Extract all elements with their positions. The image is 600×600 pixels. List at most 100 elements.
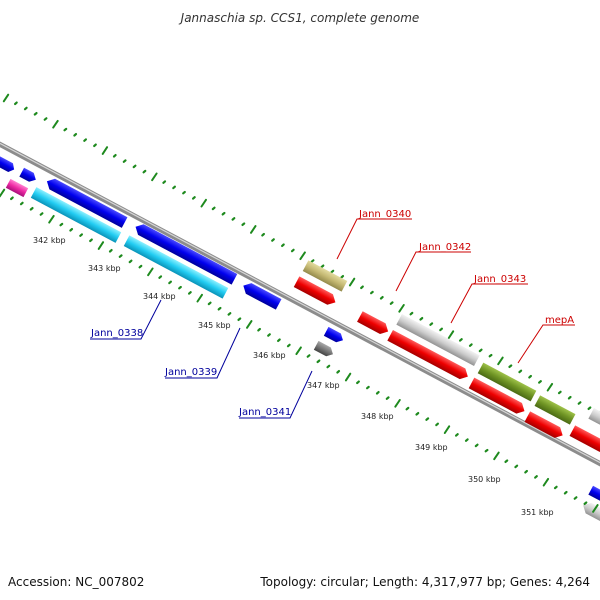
scale-label-350: 350 kbp <box>468 475 501 484</box>
scale-tick <box>542 477 550 487</box>
scale-label-351: 351 kbp <box>521 508 554 517</box>
gene-arrow-jann-0342 <box>396 314 480 366</box>
scale-dot <box>271 238 275 242</box>
gene-label-jann-0343[interactable]: Jann_0343 <box>473 274 526 285</box>
scale-dot <box>563 490 568 495</box>
scale-dot <box>567 395 572 400</box>
gene-label-jann-0338[interactable]: Jann_0338 <box>90 328 143 339</box>
leader-mepA <box>517 324 575 364</box>
scale-dot <box>23 106 28 111</box>
scale-tick <box>97 241 105 250</box>
scale-dot <box>429 322 434 326</box>
scale-label-343: 343 kbp <box>88 264 121 273</box>
scale-tick <box>447 330 455 339</box>
scale-dot <box>69 228 74 232</box>
scale-dot <box>182 190 186 195</box>
gene-arrow-jann-0341 <box>313 340 333 357</box>
scale-dot <box>118 254 123 258</box>
scale-dot <box>538 380 542 384</box>
scale-tick <box>246 320 253 329</box>
scale-dot <box>73 133 78 137</box>
gene-arrow <box>387 330 468 380</box>
scale-dot <box>425 417 430 421</box>
scale-dot <box>375 391 380 395</box>
gene-arrow <box>293 276 336 305</box>
scale-tick <box>0 188 6 198</box>
scale-tick <box>52 119 59 129</box>
forward-genes <box>293 260 600 452</box>
scale-dot <box>356 380 360 385</box>
outer-dotted-ring <box>2 93 600 418</box>
gene-label-mepA[interactable]: mepA <box>545 315 574 326</box>
scale-dot <box>257 327 261 332</box>
scale-dot <box>514 464 519 469</box>
gene-label-jann-0340[interactable]: Jann_0340 <box>358 209 411 220</box>
scale-dot <box>277 338 281 342</box>
scale-dot <box>583 501 588 505</box>
scale-label-345: 345 kbp <box>198 321 231 330</box>
scale-dot <box>267 333 271 337</box>
gene-label-jann-0341[interactable]: Jann_0341 <box>238 407 291 418</box>
scale-dot <box>366 385 370 390</box>
scale-dot <box>122 159 127 163</box>
gene-arrow <box>588 485 600 503</box>
scale-dot <box>138 264 143 269</box>
scale-label-346: 346 kbp <box>253 351 286 360</box>
map-title: Jannaschia sp. CCS1, complete genome <box>179 11 420 25</box>
accession-text: Accession: NC_007802 <box>8 575 144 589</box>
leader-jann-0342 <box>395 251 471 292</box>
gene-label-jann-0339[interactable]: Jann_0339 <box>164 367 217 378</box>
scale-dot <box>132 164 137 169</box>
scale-dot <box>39 212 44 216</box>
scale-dot <box>79 233 84 237</box>
scale-dot <box>178 285 182 290</box>
leader-jann-0340 <box>336 218 412 260</box>
scale-dot <box>29 207 34 211</box>
scale-dot <box>439 327 443 332</box>
scale-dot <box>211 206 216 211</box>
scale-dot <box>231 217 236 221</box>
scale-dot <box>192 196 196 200</box>
scale-tick <box>196 293 203 303</box>
scale-dot <box>330 269 335 274</box>
reverse-genes <box>0 151 600 522</box>
gene-arrow <box>323 326 343 343</box>
scale-dot <box>172 185 176 190</box>
scale-dot <box>241 222 246 226</box>
genome-summary-text: Topology: circular; Length: 4,317,977 bp… <box>259 575 590 589</box>
scale-label-344: 344 kbp <box>143 292 176 301</box>
scale-dot <box>524 469 529 474</box>
scale-tick <box>2 93 10 103</box>
scale-dot <box>504 459 509 463</box>
gene-arrow-jann-0339 <box>123 235 229 299</box>
scale-dot <box>63 127 68 132</box>
scale-dot <box>455 433 459 437</box>
scale-tick <box>147 267 154 277</box>
scale-dot <box>286 343 291 348</box>
scale-dot <box>188 291 192 295</box>
scale-dot <box>587 406 592 410</box>
scale-dot <box>468 343 473 347</box>
scale-labels: 342 kbp 343 kbp 344 kbp 345 kbp 346 kbp … <box>33 236 554 517</box>
gene-label-leaders <box>90 218 575 419</box>
backbone-line <box>0 141 600 467</box>
gene-arrow <box>583 502 600 522</box>
scale-dot <box>518 369 523 374</box>
gene-arrow <box>46 178 128 228</box>
scale-dot <box>320 264 325 269</box>
scale-dot <box>340 275 345 279</box>
scale-dot <box>89 238 93 243</box>
scale-dot <box>370 290 374 295</box>
scale-dot <box>33 111 38 116</box>
gene-arrow-mepA <box>534 395 576 425</box>
scale-label-348: 348 kbp <box>361 412 394 421</box>
backbone-highlight <box>0 142 600 464</box>
gene-arrow-jann-0338 <box>30 187 122 243</box>
scale-tick <box>151 172 158 182</box>
scale-tick <box>546 382 554 392</box>
gene-labels: Jann_0340 Jann_0342 Jann_0343 mepA Jann_… <box>90 209 574 418</box>
gene-arrow <box>5 178 29 198</box>
gene-label-jann-0342[interactable]: Jann_0342 <box>418 242 471 253</box>
scale-dot <box>415 412 420 416</box>
